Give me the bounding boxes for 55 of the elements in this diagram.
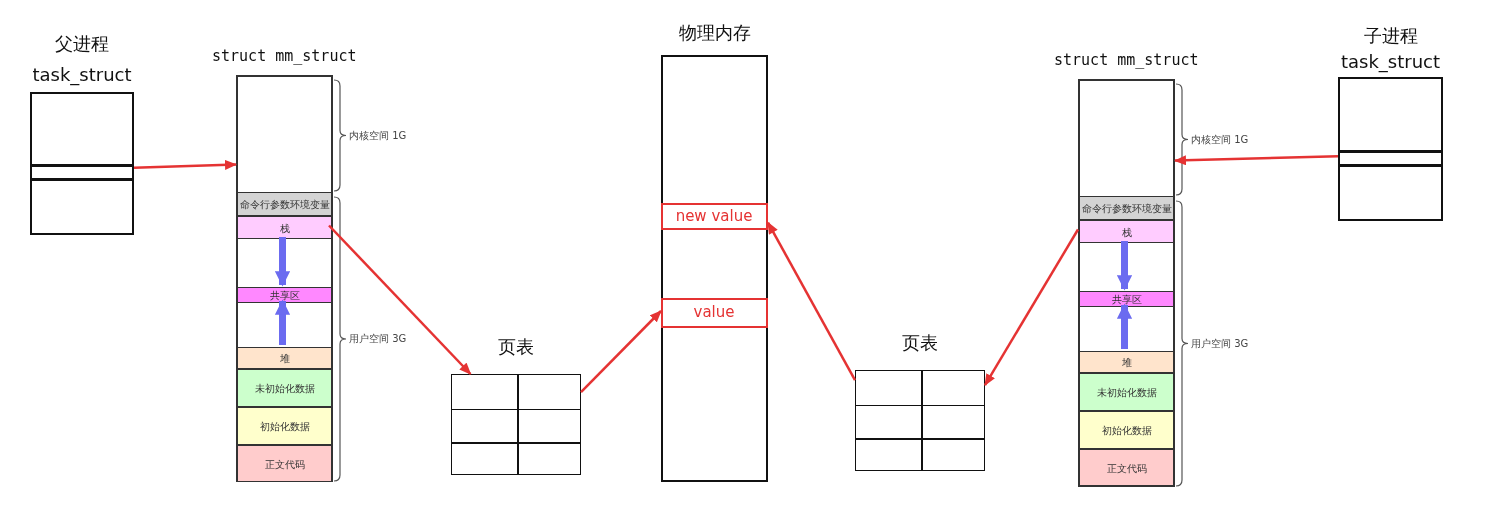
memory-segment: [1080, 196, 1173, 220]
arrow: [983, 228, 1080, 386]
arrow: [328, 224, 472, 375]
arrow: [1174, 154, 1339, 166]
segment-label: 命令行参数环境变量: [1080, 202, 1173, 216]
memory-title: 物理内存: [678, 21, 751, 45]
block-arrow: [274, 299, 291, 345]
segment-label: 初始化数据: [258, 420, 311, 434]
memory-segment: [1080, 373, 1173, 411]
segment-label: 命令行参数环境变量: [238, 198, 331, 212]
memory-segment: [238, 192, 331, 216]
memory-segment: [1080, 220, 1173, 243]
segment-label: 正文代码: [263, 457, 306, 472]
memory-segment: [1080, 411, 1173, 449]
memory-segment: [238, 347, 331, 369]
cell-value: new value: [674, 206, 754, 225]
block-arrow: [1116, 303, 1133, 349]
memory-segment: [1080, 351, 1173, 373]
struct-label: struct mm_struct: [212, 47, 357, 65]
segment-label: 栈: [278, 221, 291, 236]
memory-segment: [238, 407, 331, 445]
memory-segment: [238, 369, 331, 407]
struct-label: task_struct: [32, 64, 132, 85]
memory-cell: [660, 203, 768, 230]
memory-segment: [238, 287, 331, 303]
segment-label: 初始化数据: [1100, 424, 1153, 438]
cell-value: value: [692, 303, 736, 321]
block-arrow: [274, 237, 291, 287]
table-title: 页表: [902, 331, 938, 355]
struct-label: task_struct: [1340, 51, 1441, 72]
brace-label: 内核空间 1G: [349, 128, 407, 143]
segment-label: 正文代码: [1105, 461, 1148, 476]
block-arrow: [1116, 241, 1133, 291]
arrow: [133, 159, 237, 170]
segment-label: 未初始化数据: [253, 382, 316, 396]
segment-label: 共享区: [268, 289, 301, 303]
struct-label: struct mm_struct: [1054, 51, 1199, 69]
segment-label: 栈: [1120, 225, 1133, 240]
brace-label: 用户空间 3G: [349, 332, 407, 346]
brace-label: 内核空间 1G: [1191, 132, 1249, 147]
table-title: 页表: [498, 335, 534, 359]
memory-segment: [238, 445, 331, 482]
segment-label: 堆: [1120, 356, 1133, 370]
memory-segment: [238, 216, 331, 239]
memory-cell: [660, 298, 768, 328]
brace-label: 用户空间 3G: [1191, 336, 1249, 351]
process-title: 父进程: [55, 32, 109, 56]
segment-label: 堆: [278, 352, 291, 366]
memory-segment: [1080, 449, 1173, 486]
arrow: [766, 221, 857, 381]
segment-label: 未初始化数据: [1095, 386, 1158, 400]
memory-segment: [1080, 291, 1173, 307]
arrow: [580, 310, 662, 394]
process-title: 子进程: [1363, 24, 1418, 48]
segment-label: 共享区: [1110, 293, 1143, 307]
